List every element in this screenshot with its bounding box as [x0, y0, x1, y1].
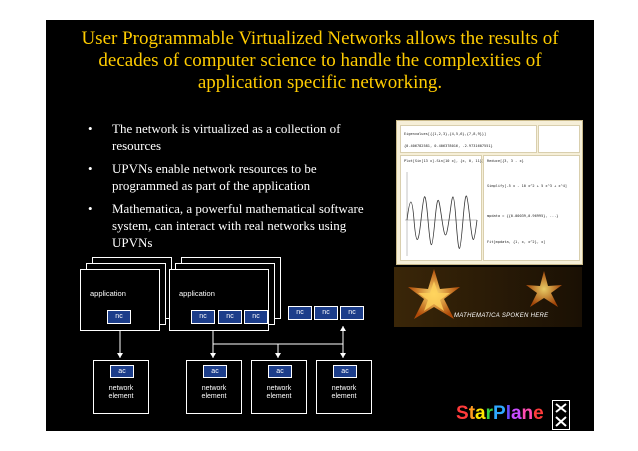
network-element-label: network element [252, 385, 306, 401]
bullet-line: UPVNs [112, 235, 153, 250]
slide: User Programmable Virtualized Networks a… [46, 20, 594, 431]
bullet-line: UPVNs enable network resources to be [112, 161, 317, 176]
network-element-label-line: network [266, 385, 292, 392]
network-element-label: network element [94, 385, 148, 401]
bullet-line: programmed as part of the application [112, 178, 311, 193]
network-element-box: ac network element [251, 360, 307, 414]
arrow-head [210, 353, 216, 358]
network-controller-box: nc [191, 310, 215, 324]
network-controller-box: nc [288, 306, 312, 320]
bullet-line: The network is virtualized as a collecti… [112, 121, 341, 136]
arrow-head [275, 353, 281, 358]
bullet-line: Mathematica, a powerful mathematical sof… [112, 201, 364, 216]
application-label: application [90, 289, 126, 298]
notebook-cell-text: Reduce[{3, 3 - x} [487, 159, 524, 163]
network-controller-box: nc [218, 310, 242, 324]
notebook-cell-text: Eigenvalues[{{1,2,3},{4,5,6},{7,8,9}}] [404, 132, 487, 136]
network-element-label-line: element [201, 393, 227, 400]
network-element-label-line: network [201, 385, 227, 392]
application-box: application nc nc nc [169, 269, 269, 331]
bullet-item: • UPVNs enable network resources to be p… [82, 160, 392, 194]
mathematica-notebook-image: Eigenvalues[{{1,2,3},{4,5,6},{7,8,9}}] {… [396, 120, 583, 265]
network-element-label-line: network [331, 385, 357, 392]
bullet-icon: • [88, 201, 93, 216]
notebook-cell-text: Fit[mpdata, {1, x, x^2}, x] [487, 240, 546, 244]
title-line: application specific networking. [197, 72, 443, 93]
network-controller-box: nc [314, 306, 338, 320]
arrow-head [340, 353, 346, 358]
title-line: decades of computer science to handle th… [98, 50, 542, 71]
starburst-graphic [394, 267, 582, 327]
sine-plot [405, 172, 478, 256]
network-element-label-line: element [331, 393, 357, 400]
application-component-box: ac [203, 365, 227, 378]
title-line: User Programmable Virtualized Networks a… [81, 28, 559, 49]
network-element-label-line: network [108, 385, 134, 392]
uva-logo [552, 400, 570, 430]
bullet-item: • Mathematica, a powerful mathematical s… [82, 200, 392, 251]
network-element-label-line: element [266, 393, 292, 400]
notebook-cell-text: Plot[Sin[13 x]-Sin[10 x], {x, 0, 11}] [404, 159, 485, 163]
bullet-line: resources [112, 138, 162, 153]
application-label: application [179, 289, 215, 298]
bullet-item: • The network is virtualized as a collec… [82, 120, 392, 154]
network-element-box: ac network element [186, 360, 242, 414]
application-component-box: ac [268, 365, 292, 378]
network-controller-box: nc [340, 306, 364, 320]
network-element-box: ac network element [93, 360, 149, 414]
slide-title: User Programmable Virtualized Networks a… [66, 28, 574, 94]
bullet-list: • The network is virtualized as a collec… [82, 120, 392, 257]
application-component-box: ac [333, 365, 357, 378]
bullet-icon: • [88, 161, 93, 176]
notebook-plot-cell: Plot[Sin[13 x]-Sin[10 x], {x, 0, 11}] [400, 155, 485, 261]
network-element-label: network element [187, 385, 241, 401]
notebook-cell [538, 125, 580, 153]
mathematica-banner-image: MATHEMATICA SPOKEN HERE [394, 267, 582, 327]
notebook-cell-text: mpdata = {{0.00039,0.96995}, ...} [487, 214, 559, 218]
notebook-cell: Reduce[{3, 3 - x} Simplify[-5 x - 10 x^2… [483, 155, 580, 261]
bullet-line: system, can interact with real networks … [112, 218, 347, 233]
banner-text: MATHEMATICA SPOKEN HERE [454, 313, 549, 319]
starplane-logo: StarPlane [456, 403, 544, 424]
network-controller-box: nc [244, 310, 268, 324]
network-element-label: network element [317, 385, 371, 401]
application-box: application nc [80, 269, 160, 331]
network-element-box: ac network element [316, 360, 372, 414]
application-component-box: ac [110, 365, 134, 378]
arrow-head [117, 353, 123, 358]
notebook-cell-text: {0.406782581, 0.406378016, -2.9731607551… [404, 144, 493, 148]
notebook-cell-text: Simplify[-5 x - 10 x^2 + 5 x^3 + x^4] [487, 184, 568, 188]
notebook-cell: Eigenvalues[{{1,2,3},{4,5,6},{7,8,9}}] {… [400, 125, 537, 153]
arrow-head [340, 326, 346, 331]
bullet-icon: • [88, 121, 93, 136]
network-element-label-line: element [108, 393, 134, 400]
uva-crest-icon [555, 403, 567, 427]
network-controller-box: nc [107, 310, 131, 324]
